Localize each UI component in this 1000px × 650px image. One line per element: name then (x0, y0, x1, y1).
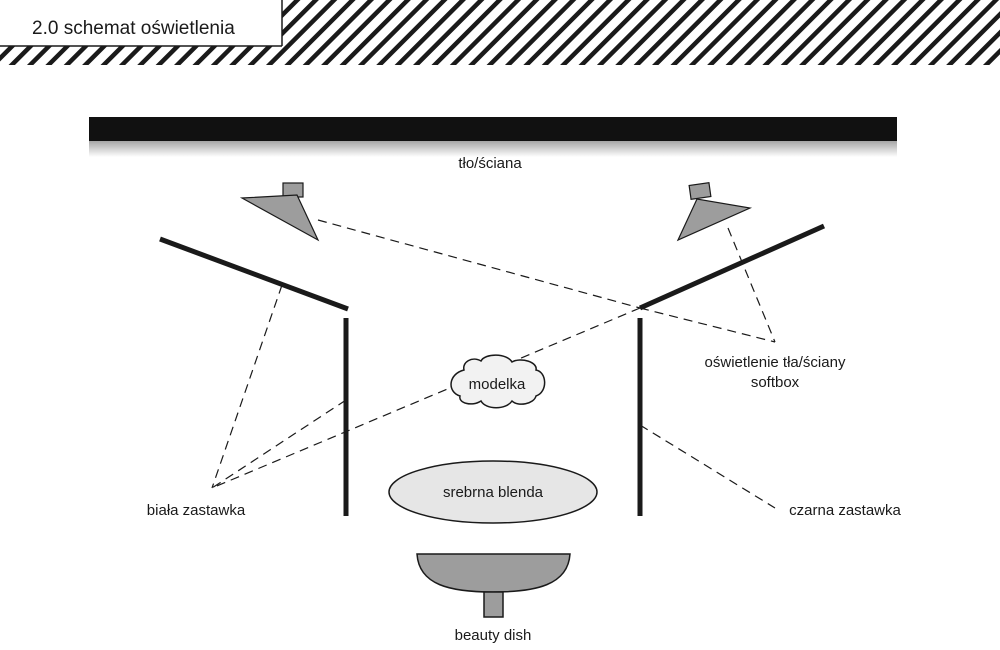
title-box (0, 0, 282, 46)
beauty-dish-label: beauty dish (455, 627, 532, 644)
light-path (211, 307, 641, 489)
white-flag-top (159, 236, 349, 312)
background-light-label: oświetlenie tła/ściany (705, 354, 846, 371)
softbox-label: softbox (751, 374, 800, 391)
model-shape: modelka (450, 354, 546, 409)
page-title: 2.0 schemat oświetlenia (32, 18, 235, 39)
light-path (211, 399, 347, 489)
light-path (211, 284, 283, 489)
black-flag-top (638, 223, 826, 311)
light-path (317, 219, 641, 309)
light-path (639, 424, 776, 509)
black-flag-label: czarna zastawka (789, 502, 901, 519)
background-wall (89, 117, 897, 141)
lamp-icon (239, 182, 320, 242)
silver-reflector-label: srebrna blenda (443, 484, 544, 501)
silver-reflector (388, 460, 598, 524)
white-flag-label: biała zastawka (147, 502, 246, 519)
background-label: tło/ściana (458, 155, 522, 172)
light-path (727, 227, 776, 343)
light-path (639, 307, 776, 343)
beauty-dish-icon (416, 553, 571, 618)
softbox-icon (676, 181, 753, 242)
model-label: modelka (469, 376, 526, 393)
